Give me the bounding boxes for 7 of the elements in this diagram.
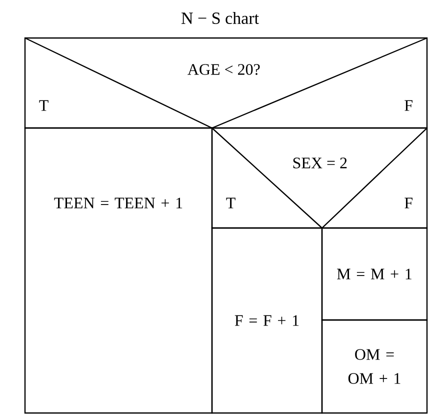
process-box: M = M + 1 [321, 227, 428, 321]
process-box: OM = OM + 1 [321, 319, 428, 414]
decision-block: SEX = 2 T F [211, 127, 428, 229]
process-box: TEEN = TEEN + 1 [24, 127, 213, 414]
chart-title: N − S chart [181, 12, 259, 24]
decision-block: AGE < 20? T F [24, 37, 428, 129]
process-box: F = F + 1 [211, 227, 323, 414]
